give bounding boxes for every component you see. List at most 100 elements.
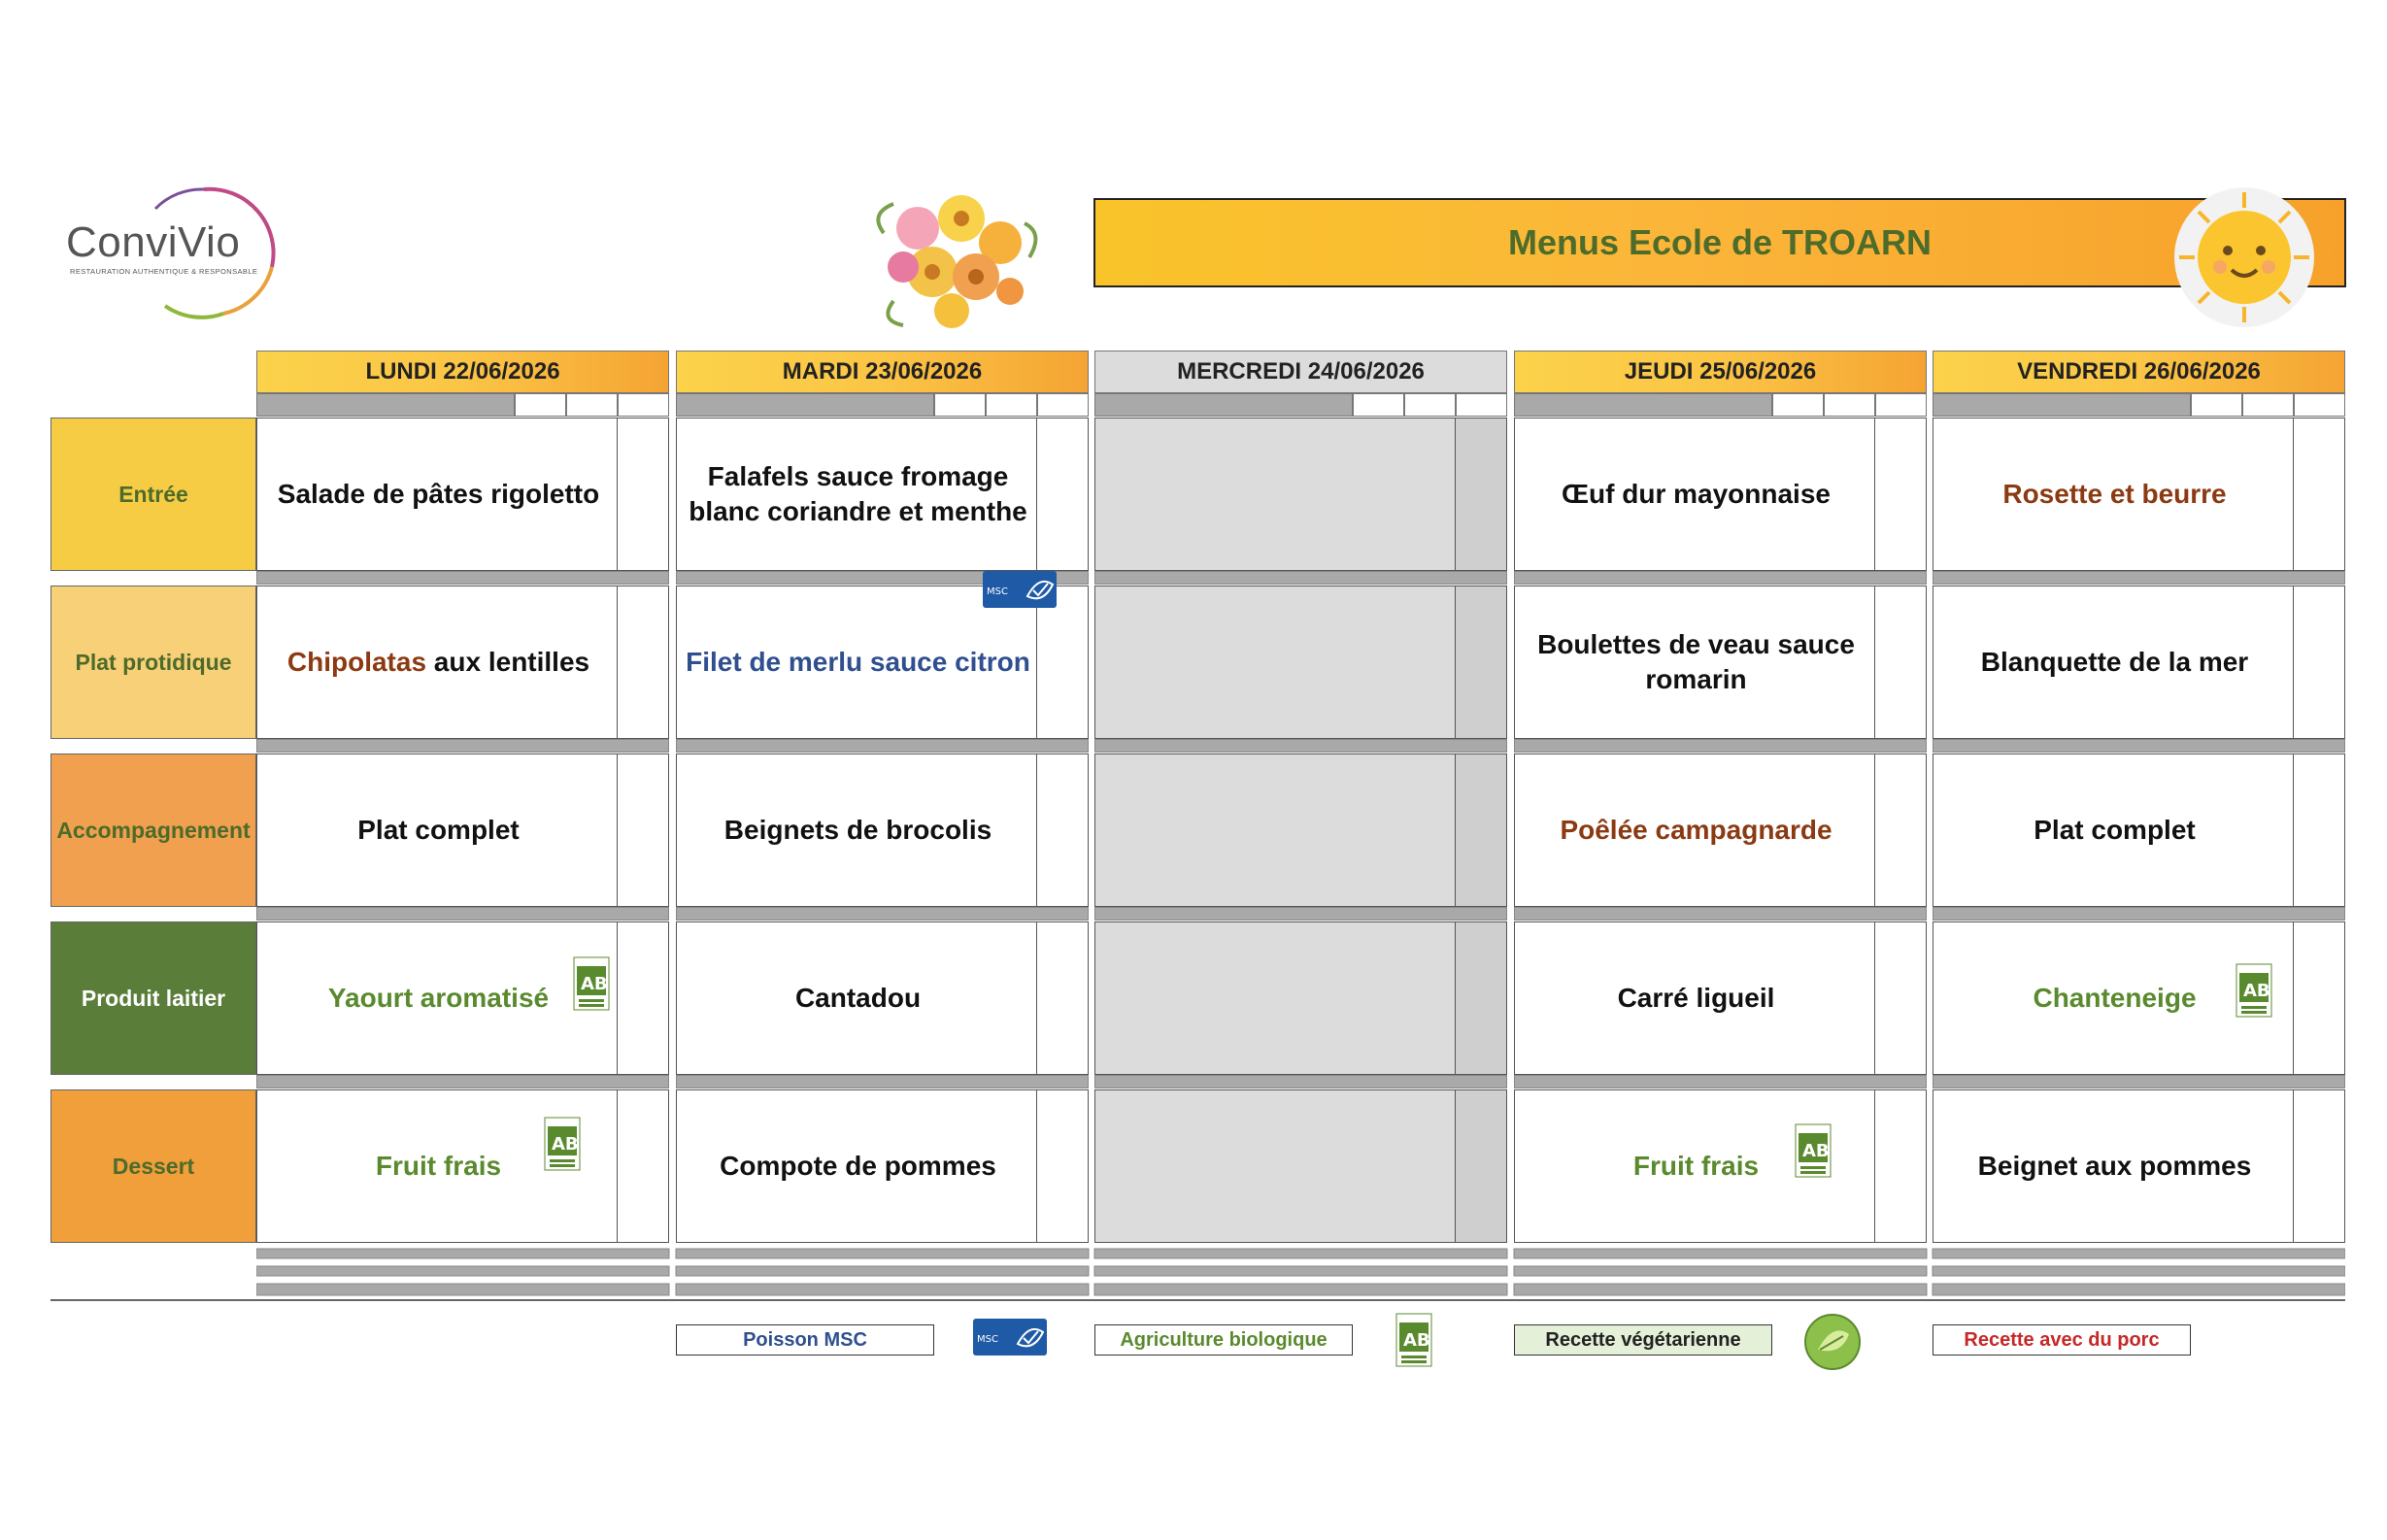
menu-cell: Fruit frais: [1514, 1089, 1927, 1243]
menu-cell: Plat complet: [256, 753, 669, 907]
subrow-mardi: [676, 393, 1089, 417]
legend-ab-icon: AB: [1395, 1313, 1432, 1367]
menu-cell-empty: [1094, 586, 1507, 739]
menu-cell-empty: [1094, 1089, 1507, 1243]
menu-title-bar: Menus Ecole de TROARN: [1093, 198, 2346, 287]
bottom-stripes: [255, 1243, 2346, 1299]
legend-bio: Agriculture biologique: [1094, 1324, 1353, 1356]
subrow-jeudi: [1514, 393, 1927, 417]
ab-organic-icon: AB: [573, 956, 610, 1011]
dish-name-bio: Fruit frais: [1632, 1150, 1760, 1181]
day-header-lundi: LUNDI 22/06/2026: [256, 351, 669, 393]
menu-cell-empty: [1094, 418, 1507, 571]
category-plat-protidique: Plat protidique: [50, 586, 256, 739]
menu-cell: Falafels sauce fromage blanc coriandre e…: [676, 418, 1089, 571]
row-separator: [1933, 739, 2345, 753]
menu-cell: Compote de pommes: [676, 1089, 1089, 1243]
legend-vegetarian-icon: [1799, 1313, 1866, 1371]
menu-cell: Boulettes de veau sauce romarin: [1514, 586, 1927, 739]
dish-pork-part: Chipolatas: [286, 646, 427, 677]
row-separator: [1094, 571, 1507, 585]
table-bottom-line: [50, 1299, 2345, 1301]
dish-name: Salade de pâtes rigoletto: [277, 478, 600, 509]
ab-text: AB: [552, 1134, 579, 1155]
row-separator: [676, 739, 1089, 753]
legend-pork: Recette avec du porc: [1933, 1324, 2191, 1356]
menu-cell: Fruit frais: [256, 1089, 669, 1243]
ab-text: AB: [581, 974, 608, 994]
dish-name: Carré ligueil: [1617, 982, 1775, 1013]
menu-cell: Cantadou: [676, 921, 1089, 1075]
row-separator: [1514, 907, 1927, 921]
dish-name: Chipolatas aux lentilles: [257, 586, 620, 738]
menu-cell: Beignets de brocolis: [676, 753, 1089, 907]
row-separator: [1094, 739, 1507, 753]
ab-organic-icon: AB: [544, 1117, 581, 1171]
row-separator: [1933, 571, 2345, 585]
logo-tagline: RESTAURATION AUTHENTIQUE & RESPONSABLE: [70, 267, 258, 276]
legend-msc-icon: MSC: [973, 1319, 1047, 1356]
dish-name: Falafels sauce fromage blanc coriandre e…: [689, 460, 1027, 526]
category-produit-laitier: Produit laitier: [50, 921, 256, 1075]
menu-cell: Œuf dur mayonnaise: [1514, 418, 1927, 571]
dish-name: Plat complet: [2034, 814, 2196, 845]
convivio-logo: ConviVio RESTAURATION AUTHENTIQUE & RESP…: [58, 170, 291, 325]
row-separator: [256, 1075, 669, 1088]
ab-text: AB: [2243, 981, 2270, 1001]
category-entree: Entrée: [50, 418, 256, 571]
dish-name: Boulettes de veau sauce romarin: [1537, 628, 1855, 694]
legend-veg: Recette végétarienne: [1514, 1324, 1772, 1356]
logo-ring-icon: [153, 186, 276, 319]
dish-name: Compote de pommes: [720, 1150, 996, 1181]
dish-name: Beignets de brocolis: [723, 814, 992, 845]
dish-name: Beignet aux pommes: [1977, 1150, 2252, 1181]
page-title: Menus Ecole de TROARN: [1507, 222, 1933, 262]
day-header-jeudi: JEUDI 25/06/2026: [1514, 351, 1927, 393]
menu-cell: Plat complet: [1933, 753, 2345, 907]
dish-name-bio: Fruit frais: [375, 1150, 502, 1181]
row-separator: [256, 907, 669, 921]
row-separator: [1933, 907, 2345, 921]
msc-label-icon: MSC: [983, 571, 1057, 608]
day-header-vendredi: VENDREDI 26/06/2026: [1933, 351, 2345, 393]
menu-cell: Blanquette de la mer: [1933, 586, 2345, 739]
flower-bouquet-icon: [864, 175, 1049, 340]
subrow-mercredi: [1094, 393, 1507, 417]
menu-cell-empty: [1094, 921, 1507, 1075]
category-accompagnement: Accompagnement: [50, 753, 256, 907]
category-dessert: Dessert: [50, 1089, 256, 1243]
ab-organic-icon: AB: [2236, 963, 2272, 1018]
dish-name: Cantadou: [794, 982, 922, 1013]
dish-name: Plat complet: [357, 814, 520, 845]
msc-label-text: MSC: [987, 586, 1008, 597]
menu-cell: Beignet aux pommes: [1933, 1089, 2345, 1243]
row-separator: [256, 739, 669, 753]
subrow-vendredi: [1933, 393, 2345, 417]
row-separator: [256, 571, 669, 585]
menu-cell: Salade de pâtes rigoletto: [256, 418, 669, 571]
dish-name-msc: Filet de merlu sauce citron: [686, 646, 1030, 677]
row-separator: [1514, 739, 1927, 753]
row-separator: [676, 1075, 1089, 1088]
row-separator: [1933, 1075, 2345, 1088]
menu-cell: Poêlée campagnarde: [1514, 753, 1927, 907]
menu-cell-empty: [1094, 753, 1507, 907]
day-header-mardi: MARDI 23/06/2026: [676, 351, 1089, 393]
menu-cell: Chanteneige: [1933, 921, 2345, 1075]
row-separator: [1514, 571, 1927, 585]
menu-cell: Chipolatas aux lentilles: [256, 586, 669, 739]
ab-text: AB: [1802, 1141, 1830, 1161]
msc-label-text: MSC: [977, 1334, 998, 1345]
subrow-lundi: [256, 393, 669, 417]
row-separator: [1514, 1075, 1927, 1088]
dish-name-bio: Chanteneige: [2033, 982, 2197, 1013]
ab-text: AB: [1403, 1330, 1430, 1351]
dish-name-pork: Poêlée campagnarde: [1560, 814, 1832, 845]
menu-cell: Filet de merlu sauce citron: [676, 586, 1089, 739]
dish-name-pork: Rosette et beurre: [2002, 478, 2227, 509]
legend-msc: Poisson MSC: [676, 1324, 934, 1356]
sun-icon: [2171, 184, 2317, 330]
row-separator: [1094, 1075, 1507, 1088]
menu-cell: Carré ligueil: [1514, 921, 1927, 1075]
row-separator: [676, 907, 1089, 921]
